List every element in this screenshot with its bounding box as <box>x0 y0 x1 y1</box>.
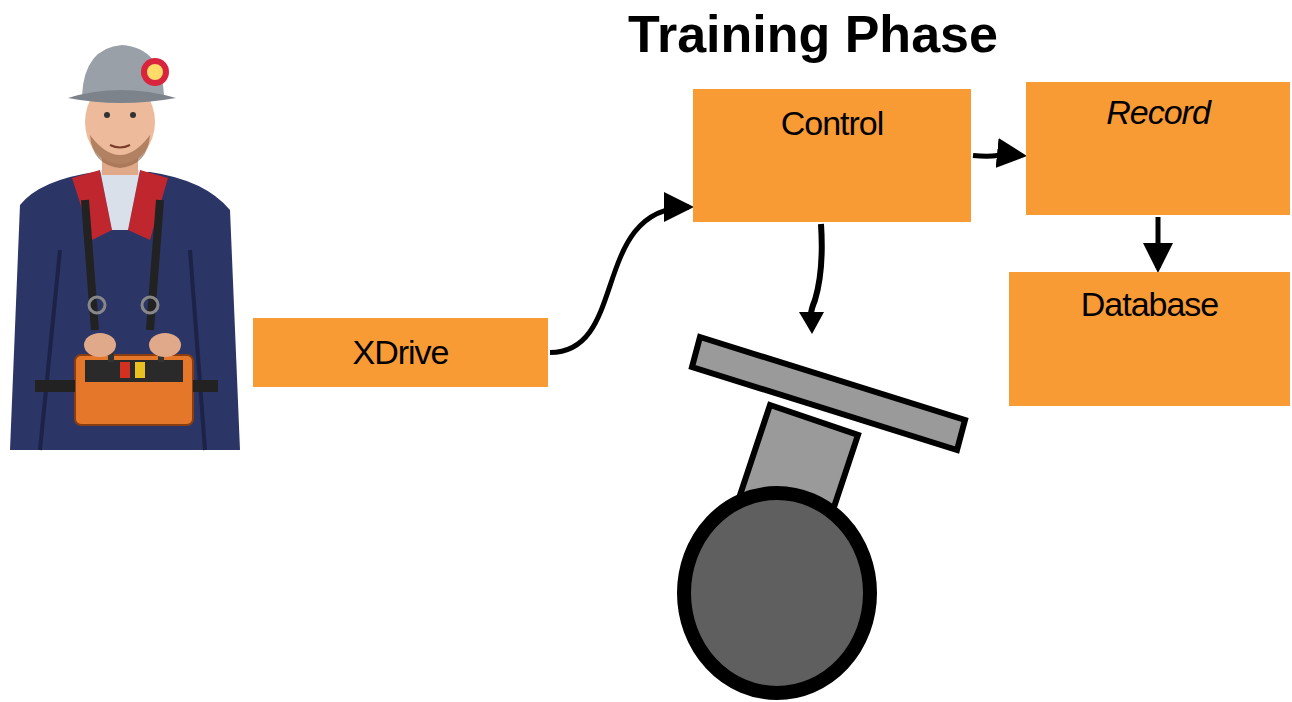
flow-arrow <box>973 155 1022 157</box>
process-box: Database <box>1009 272 1290 406</box>
box-label: Record <box>1026 94 1290 131</box>
flow-arrow <box>550 207 689 353</box>
flow-arrow <box>1156 217 1161 268</box>
miner-figure <box>10 45 240 450</box>
box-label: XDrive <box>253 334 548 371</box>
process-box: Control <box>693 89 971 222</box>
robot-figure <box>684 337 965 693</box>
box-label: Database <box>1009 286 1290 323</box>
box-label: Control <box>693 105 971 142</box>
command-arrow <box>799 224 824 334</box>
diagram-title: Training Phase <box>628 6 998 63</box>
process-box: Record <box>1026 82 1290 215</box>
process-box: XDrive <box>253 318 548 387</box>
